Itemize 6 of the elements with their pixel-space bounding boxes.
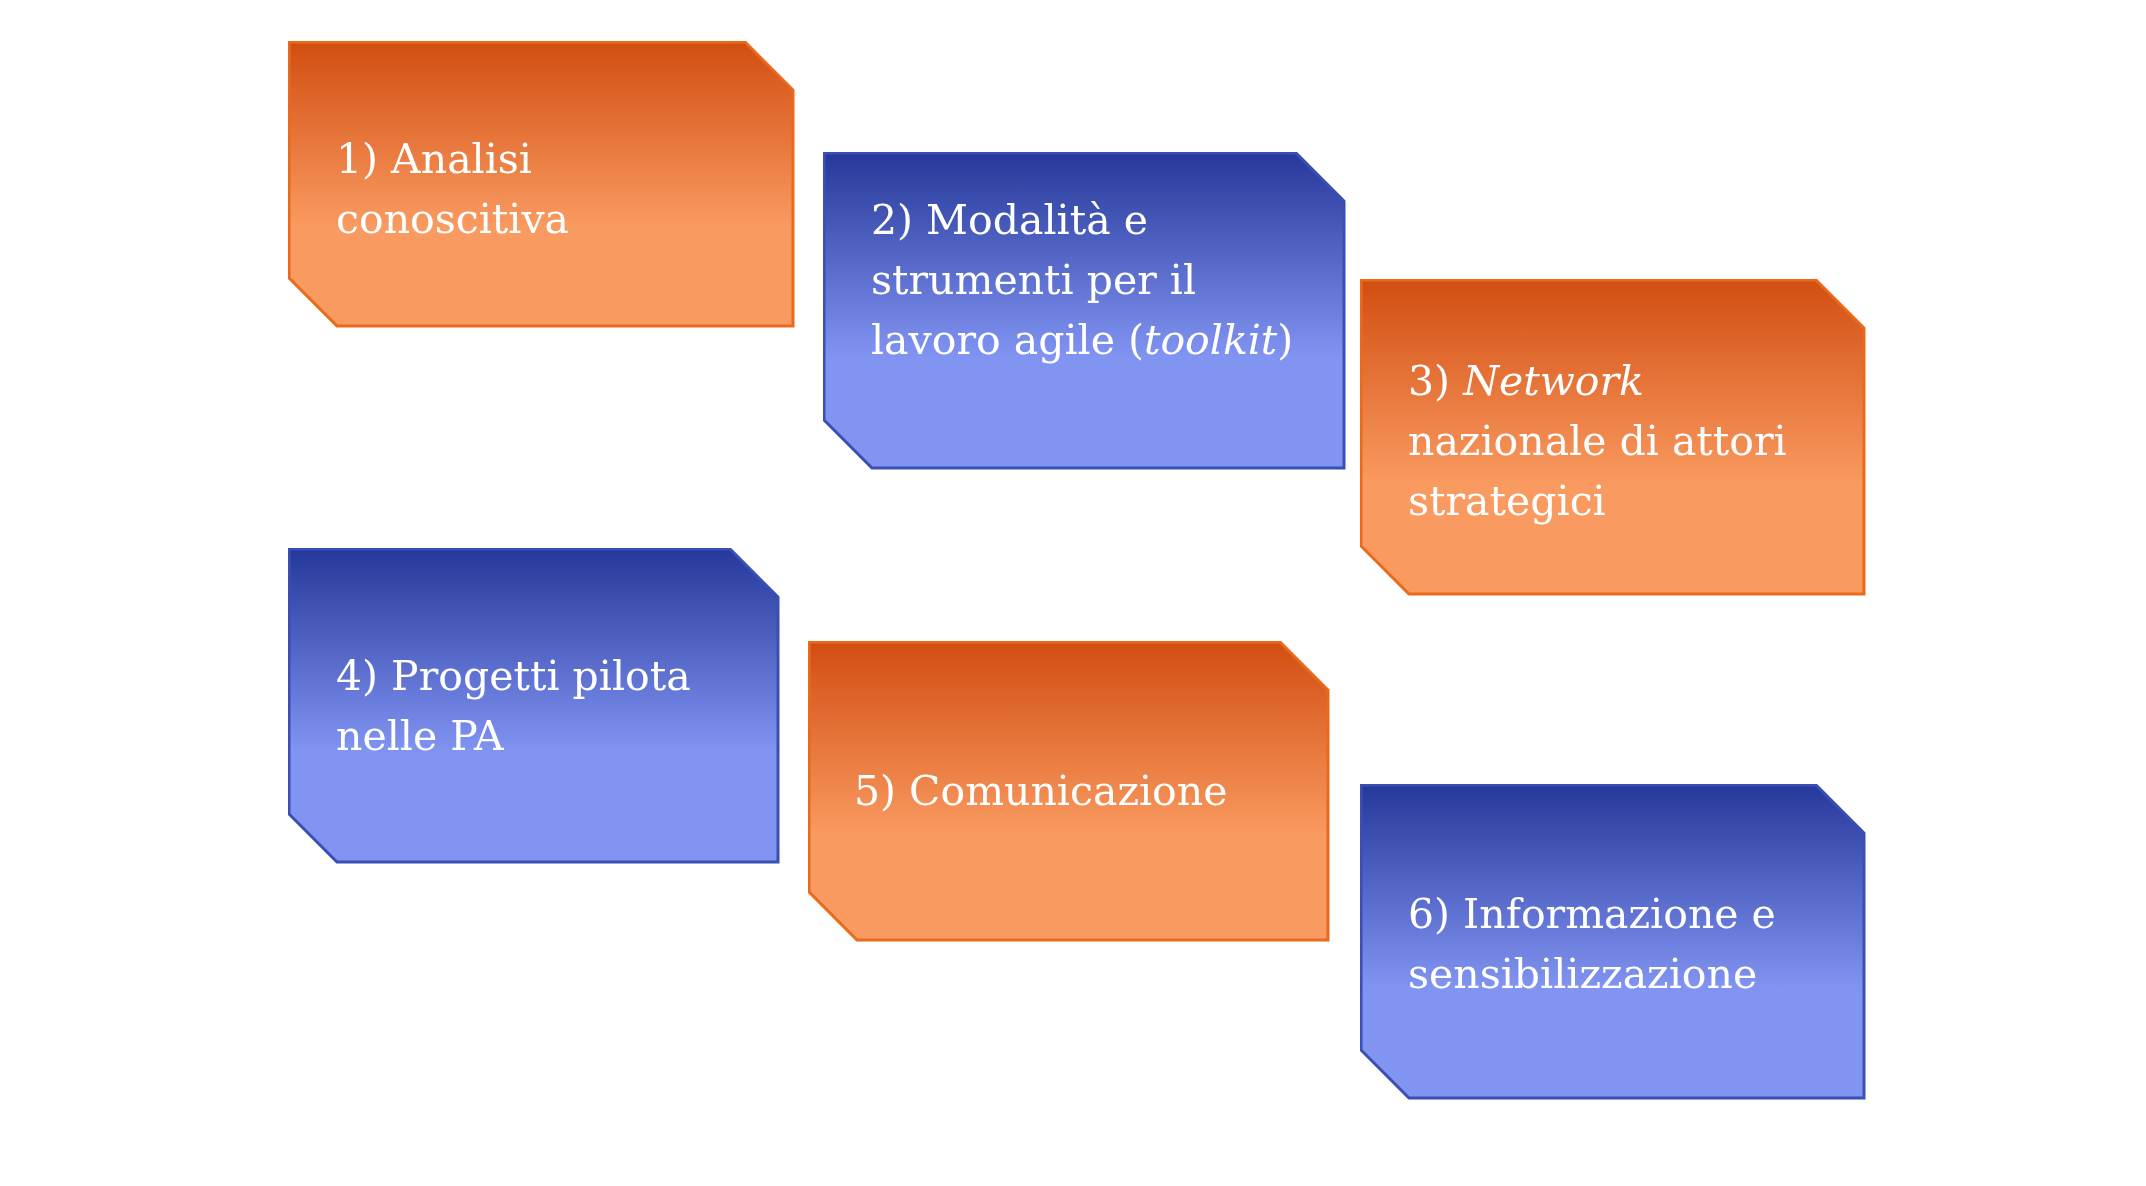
step-label: 2) Modalità e strumenti per il lavoro agile (toolkit) bbox=[871, 195, 1295, 366]
step-label: 4) Progetti pilota nelle PA bbox=[336, 651, 692, 762]
step-label: 5) Comunicazione bbox=[854, 766, 1229, 817]
step-label: 3) Network nazionale di attori strategici bbox=[1408, 356, 1788, 527]
step-label: 6) Informazione e sensibilizzazione bbox=[1408, 889, 1777, 1000]
step-label: 1) Analisi conoscitiva bbox=[336, 134, 571, 245]
